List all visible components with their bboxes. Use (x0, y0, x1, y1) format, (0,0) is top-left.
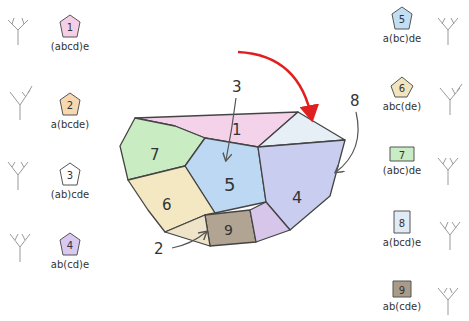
face-number: 5 (391, 6, 413, 25)
bracketing-icon: 5 a(bc)de (370, 6, 434, 44)
leader-line (336, 112, 358, 172)
bracketing-label: (abc)de (370, 165, 434, 176)
bracketing-label: ab(cd)e (38, 259, 102, 270)
face-number: 4 (292, 190, 302, 206)
bracketing-label: ab(cde) (370, 301, 434, 312)
callout-number: 3 (232, 80, 242, 95)
face-back (165, 215, 210, 246)
bracketing-icon: 4 ab(cd)e (38, 232, 102, 270)
bracketing-icon: 6 abc(de) (370, 76, 434, 112)
bracketing-label: a(bcd)e (370, 237, 434, 248)
face-icon: 4 (59, 232, 81, 256)
face-number: 4 (59, 232, 81, 251)
face-number: 1 (232, 123, 242, 138)
face-icon: 9 (392, 280, 412, 298)
face-back (250, 202, 290, 242)
bracketing-label: (ab)cde (38, 189, 102, 200)
face-number: 9 (224, 223, 233, 237)
bracketing-label: a(bcde) (38, 119, 102, 130)
face-number: 8 (393, 210, 411, 229)
face-icon: 6 (390, 76, 414, 98)
bracketing-icon: 1 (abcd)e (38, 14, 102, 52)
face-9 (205, 210, 256, 246)
bracketing-icon: 8 a(bcd)e (370, 210, 434, 248)
bracketing-label: (abcd)e (38, 41, 102, 52)
face-icon: 5 (391, 6, 413, 30)
bracketing-icon: 9 ab(cde) (370, 280, 434, 312)
leader-line (172, 232, 206, 248)
callout-number: 2 (154, 242, 164, 257)
face-number: 2 (59, 92, 81, 111)
face-icon: 2 (59, 92, 81, 116)
face-icon: 3 (59, 162, 81, 186)
face-number: 5 (224, 176, 235, 194)
bracketing-icon: 7 (abc)de (370, 146, 434, 176)
callout-number: 8 (350, 94, 360, 109)
bracketing-icon: 3 (ab)cde (38, 162, 102, 200)
face-number: 7 (150, 148, 160, 163)
red-arrow (238, 52, 312, 120)
bracketing-icon: 2 a(bcde) (38, 92, 102, 130)
bracketing-label: abc(de) (370, 101, 434, 112)
tree-sketches (8, 18, 462, 315)
bracketing-label: a(bc)de (370, 33, 434, 44)
face-number: 7 (389, 146, 415, 161)
face-icon: 1 (59, 14, 81, 38)
face-icon: 8 (393, 210, 411, 234)
face-number: 6 (162, 198, 172, 213)
face-number: 6 (390, 76, 414, 94)
face-number: 9 (392, 280, 412, 296)
face-number: 3 (59, 162, 81, 181)
face-number: 1 (59, 14, 81, 33)
face-icon: 7 (389, 146, 415, 162)
